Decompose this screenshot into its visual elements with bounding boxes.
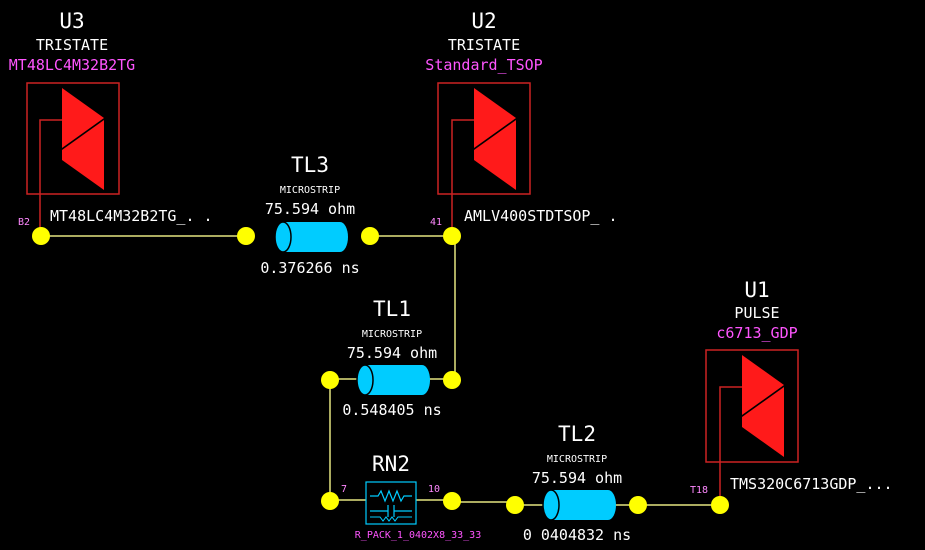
node-u3-pin[interactable] (32, 227, 50, 245)
u1-pin-label: TMS320C6713GDP_... (730, 475, 893, 493)
tl3-delay: 0.376266 ns (260, 259, 359, 277)
tl1-type: MICROSTRIP (362, 329, 422, 340)
u1-ref: U1 (744, 278, 769, 302)
node-rn2-left[interactable] (321, 492, 339, 510)
tl3-impedance: 75.594 ohm (265, 200, 355, 218)
u2-triangle-bottom-icon (474, 120, 516, 190)
node-tl2-right[interactable] (629, 496, 647, 514)
u3-box (26, 82, 120, 195)
u3-triangle-bottom-icon (62, 120, 104, 190)
u3-enable-line (39, 119, 65, 228)
tl1-ref: TL1 (373, 297, 411, 321)
u2-ref: U2 (471, 9, 496, 33)
tl3-type: MICROSTRIP (280, 185, 340, 196)
node-rn2-right[interactable] (443, 492, 461, 510)
u2-triangle-top-icon (474, 88, 516, 148)
node-tl3-right[interactable] (361, 227, 379, 245)
tl1-impedance: 75.594 ohm (347, 344, 437, 362)
u2-pin-label: AMLV400STDTSOP_ . (464, 207, 618, 225)
node-tl2-left[interactable] (506, 496, 524, 514)
u1-type: PULSE (734, 304, 779, 322)
tl1-delay: 0.548405 ns (342, 401, 441, 419)
u2-type: TRISTATE (448, 36, 520, 54)
tl3-cylinder-end (332, 222, 348, 252)
resistor-rn2[interactable]: RN2 7 10 R_PACK_1_0402X8_33_33 (330, 452, 481, 541)
tl2-impedance: 75.594 ohm (532, 469, 622, 487)
tl2-cylinder-cap (542, 489, 560, 521)
tline-tl1[interactable]: TL1 MICROSTRIP 75.594 ohm 0.548405 ns (330, 297, 452, 419)
rn2-model: R_PACK_1_0402X8_33_33 (355, 530, 481, 541)
u1-enable-line (719, 386, 745, 497)
u3-pin-label: MT48LC4M32B2TG_. . (50, 207, 213, 225)
node-u1-pin[interactable] (711, 496, 729, 514)
u2-box (437, 82, 531, 195)
tl1-cylinder-cap (356, 364, 374, 396)
rn2-pin-right: 10 (428, 484, 440, 495)
u3-type: TRISTATE (36, 36, 108, 54)
component-u3[interactable]: U3 TRISTATE MT48LC4M32B2TG B2 MT48LC4M32… (9, 9, 213, 228)
u2-pin-number: 41 (430, 217, 442, 228)
tl2-delay: 0 0404832 ns (523, 526, 631, 544)
u1-model: c6713_GDP (716, 324, 797, 342)
rn2-inductor-icon (370, 516, 412, 522)
node-tl1-right[interactable] (443, 371, 461, 389)
tl3-cylinder-cap (274, 221, 292, 253)
u1-pin-number: T18 (690, 485, 708, 496)
node-tl1-left[interactable] (321, 371, 339, 389)
tl2-cylinder-end (600, 490, 616, 520)
u3-triangle-top-icon (62, 88, 104, 148)
tl2-ref: TL2 (558, 422, 596, 446)
rn2-resistor-icon (370, 489, 412, 503)
u1-triangle-top-icon (742, 355, 784, 415)
tline-tl2[interactable]: TL2 MICROSTRIP 75.594 ohm 0 0404832 ns (515, 422, 638, 544)
tl3-ref: TL3 (291, 153, 329, 177)
rn2-ref: RN2 (372, 452, 410, 476)
tline-tl3[interactable]: TL3 MICROSTRIP 75.594 ohm 0.376266 ns (260, 153, 359, 277)
tl2-type: MICROSTRIP (547, 454, 607, 465)
tl1-cylinder-end (414, 365, 430, 395)
wires (40, 228, 720, 506)
u1-triangle-bottom-icon (742, 387, 784, 457)
u2-model: Standard_TSOP (425, 56, 542, 74)
u3-model: MT48LC4M32B2TG (9, 56, 135, 74)
u1-box (705, 349, 799, 463)
u3-ref: U3 (59, 9, 84, 33)
u2-enable-line (451, 119, 476, 228)
u3-pin-number: B2 (18, 217, 30, 228)
component-u1[interactable]: U1 PULSE c6713_GDP T18 TMS320C6713GDP_..… (690, 278, 893, 497)
component-u2[interactable]: U2 TRISTATE Standard_TSOP 41 AMLV400STDT… (425, 9, 618, 228)
nodes (32, 227, 729, 514)
node-u2-pin[interactable] (443, 227, 461, 245)
rn2-pin-left: 7 (341, 484, 347, 495)
node-tl3-left[interactable] (237, 227, 255, 245)
